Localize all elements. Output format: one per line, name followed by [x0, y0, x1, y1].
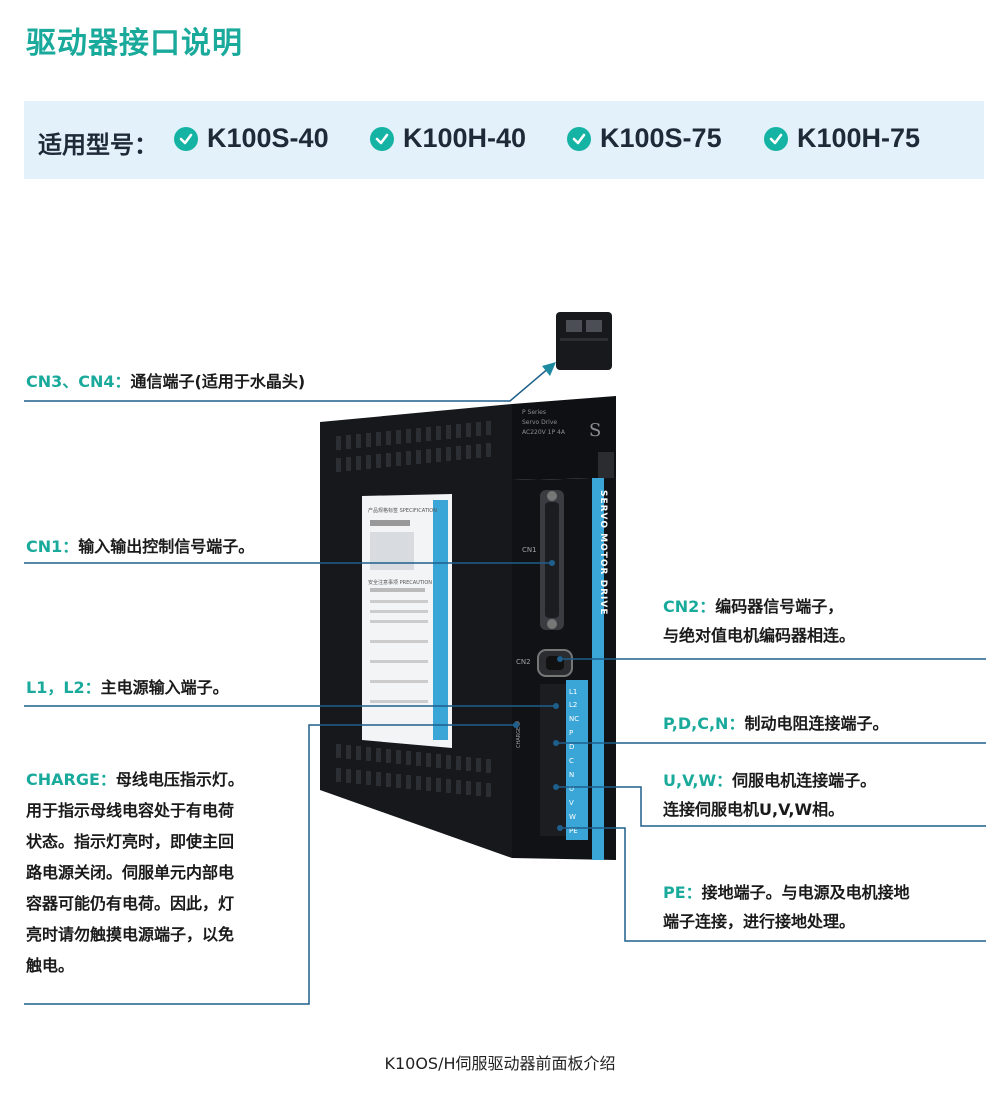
figure-caption: K10OS/H伺服驱动器前面板介绍: [384, 1054, 616, 1073]
top-label-rating: AC220V 1P 4A: [522, 429, 566, 436]
servo-motor-drive-strip: [592, 478, 604, 860]
strip-text: SERVO MOTOR DRIVE: [598, 490, 608, 615]
svg-text:N: N: [569, 771, 574, 779]
models-label: 适用型号：: [38, 131, 158, 159]
callout-cn2: CN2：编码器信号端子， 与绝对值电机编码器相连。: [663, 597, 856, 645]
top-label-series: P Series: [522, 409, 546, 416]
check-icon: [567, 126, 591, 151]
callout-pe: PE：接地端子。与电源及电机接地 端子连接，进行接地处理。: [663, 883, 910, 931]
cn1-label: CN1: [522, 546, 537, 554]
vent-slots-bottom: [336, 744, 491, 797]
callout-cn1: CN1：输入输出控制信号端子。: [26, 537, 255, 556]
svg-text:U: U: [569, 785, 574, 793]
applicable-models-bar: 适用型号： K100S-40 K100H-40 K100S-75 K100H-7…: [24, 101, 984, 179]
vent-slots-top: [336, 421, 491, 472]
model-item: K100S-75: [567, 123, 722, 154]
model-item: K100H-40: [370, 123, 526, 154]
svg-text:V: V: [569, 799, 574, 807]
leader-cn3-cn4: [24, 366, 551, 402]
check-icon: [174, 126, 198, 151]
callout-charge: CHARGE：母线电压指示灯。 用于指示母线电容处于有电荷 状态。指示灯亮时，即…: [26, 770, 244, 975]
sticker-precaution: 安全注意事项 PRECAUTION: [368, 579, 432, 586]
model-item: K100H-75: [764, 123, 920, 154]
leader-uvw: [556, 786, 986, 827]
callout-uvw: U,V,W：伺服电机连接端子。 连接伺服电机U,V,W相。: [663, 771, 877, 819]
top-label-drive: Servo Drive: [522, 419, 557, 426]
sticker-title: 产品规格标签 SPECIFICATION: [368, 507, 437, 514]
check-icon: [370, 126, 394, 151]
svg-text:W: W: [569, 813, 576, 821]
callout-cn3-cn4: CN3、CN4：通信端子(适用于水晶头): [26, 372, 306, 391]
check-icon: [764, 126, 788, 151]
callout-l1-l2: L1，L2：主电源输入端子。: [26, 678, 229, 697]
terminal-block: [540, 684, 568, 836]
charge-label: CHARGE: [516, 727, 522, 748]
svg-text:D: D: [569, 743, 574, 751]
svg-text:C: C: [569, 757, 574, 765]
model-item: K100S-40: [174, 123, 329, 154]
arrow-head-icon: [542, 362, 556, 376]
leader-charge: [24, 724, 516, 1005]
cn2-label: CN2: [516, 658, 531, 666]
terminal-label-strip: [566, 680, 588, 840]
svg-text:PE: PE: [569, 827, 578, 835]
svg-text:L1: L1: [569, 688, 577, 696]
leader-pe: [560, 827, 986, 942]
page-title: 驱动器接口说明: [26, 26, 243, 61]
svg-text:P: P: [569, 729, 573, 737]
terminal-labels: L1 L2 NC P D C N U V W PE: [569, 688, 579, 835]
logo-letter: S: [589, 420, 601, 441]
svg-text:L2: L2: [569, 701, 577, 709]
drive-front-top: [512, 396, 616, 480]
cn3-cn4-port: [598, 452, 614, 480]
svg-text:NC: NC: [569, 715, 579, 723]
callout-pdcn: P,D,C,N：制动电阻连接端子。: [663, 714, 889, 733]
